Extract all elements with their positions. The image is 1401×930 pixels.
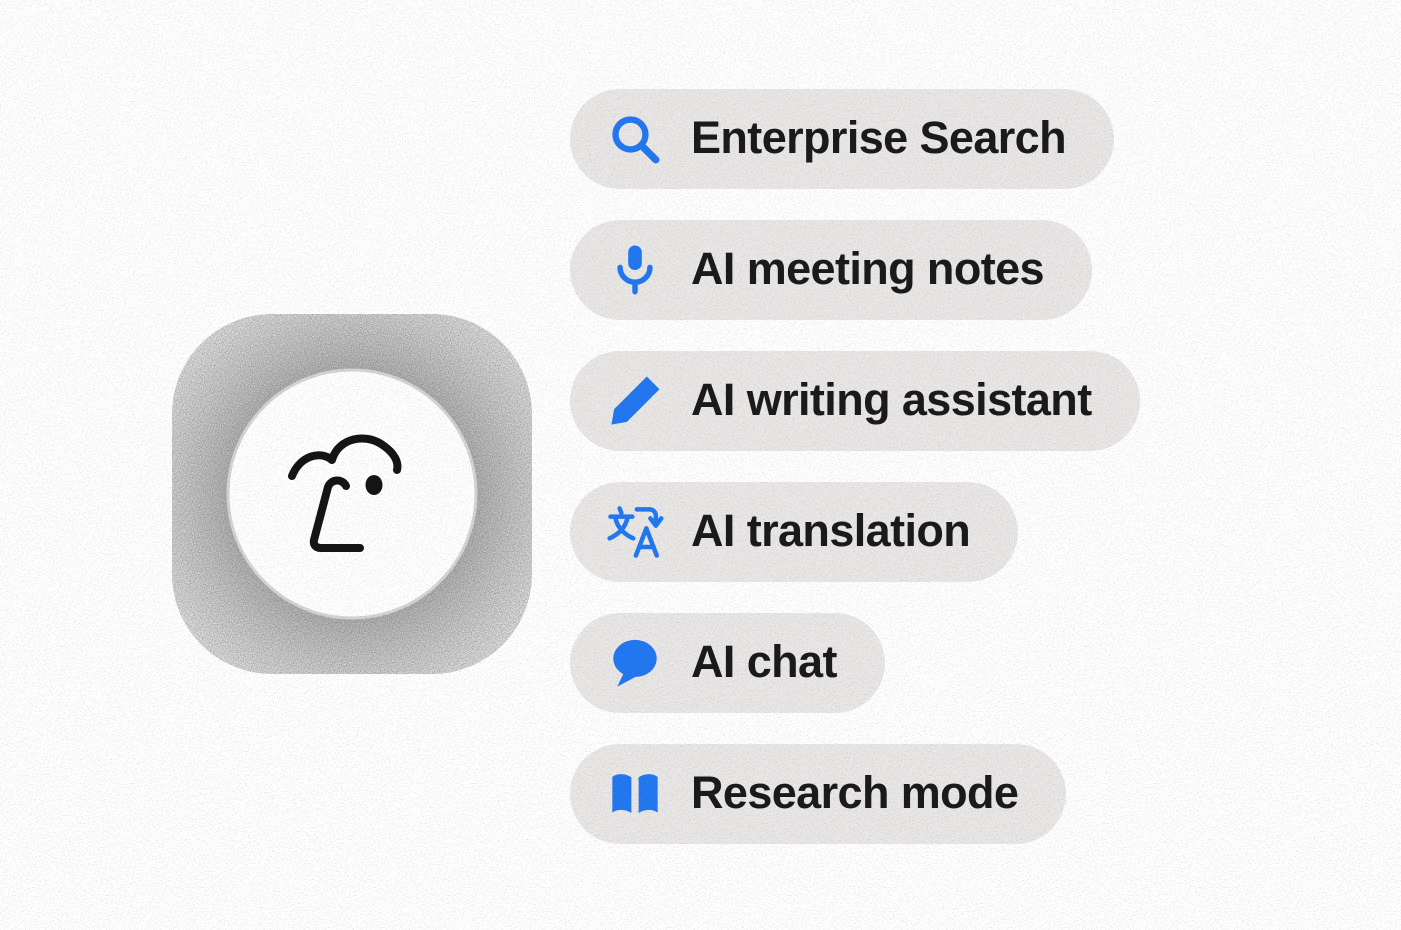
- pill-ai-translation[interactable]: AI translation: [570, 482, 1019, 582]
- pill-label: AI meeting notes: [691, 243, 1045, 294]
- eye-dot: [365, 475, 383, 495]
- pill-research-mode[interactable]: Research mode: [570, 744, 1067, 844]
- pill-ai-writing-assistant[interactable]: AI writing assistant: [570, 351, 1140, 451]
- feature-pill-list: Enterprise Search AI meeting notes AI wr…: [570, 89, 1140, 844]
- chat-icon: [606, 634, 664, 692]
- pill-ai-chat[interactable]: AI chat: [570, 613, 885, 713]
- mic-icon: [606, 241, 664, 299]
- translate-icon: [606, 503, 664, 561]
- pill-label: Research mode: [691, 767, 1019, 818]
- face-logo: [168, 310, 536, 678]
- pill-ai-meeting-notes[interactable]: AI meeting notes: [570, 220, 1092, 320]
- pill-label: AI chat: [691, 636, 837, 687]
- book-icon: [606, 765, 664, 823]
- pill-label: AI writing assistant: [691, 374, 1092, 425]
- pill-label: Enterprise Search: [691, 112, 1067, 163]
- pill-enterprise-search[interactable]: Enterprise Search: [570, 89, 1114, 189]
- face-circle: [226, 368, 478, 620]
- pen-icon: [606, 372, 664, 430]
- search-icon: [606, 110, 664, 168]
- face-logo-illustration: [172, 314, 532, 674]
- pill-label: AI translation: [691, 505, 971, 556]
